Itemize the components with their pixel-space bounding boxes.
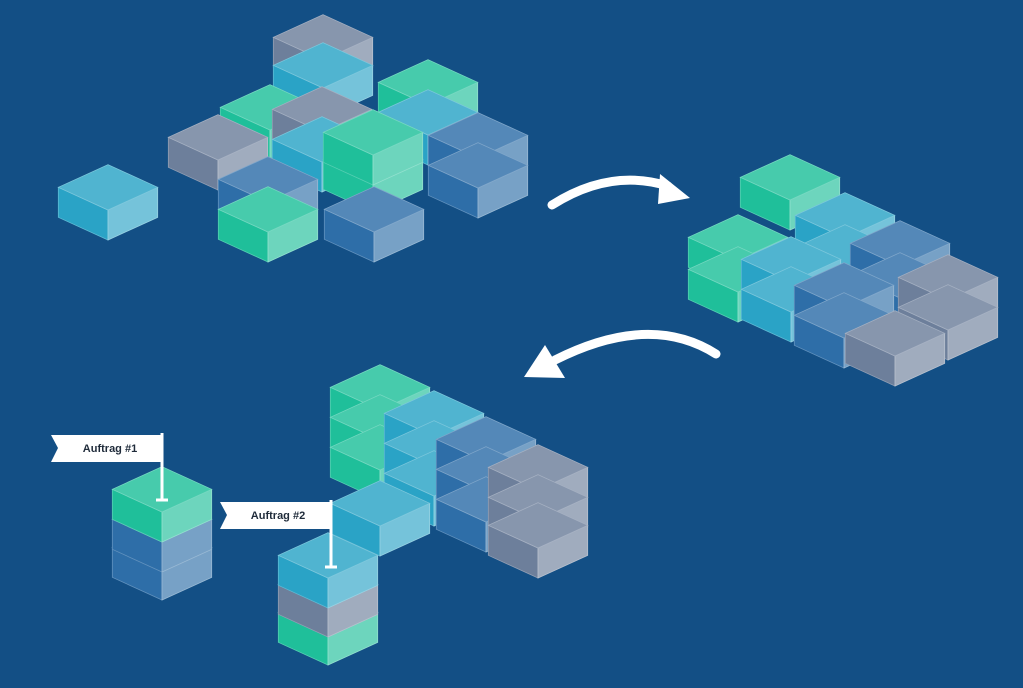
box-top-face — [487, 502, 589, 549]
box-top-face — [739, 154, 841, 201]
box-top-face — [322, 109, 424, 156]
sorted-boxes-wall — [687, 154, 999, 387]
box-blue — [323, 186, 425, 263]
box-top-face — [167, 114, 269, 161]
box-top-face — [897, 284, 999, 331]
box-top-face — [794, 192, 896, 239]
box-gray — [844, 310, 946, 387]
order-2-label: Auftrag #2 — [251, 510, 305, 522]
box-blue — [427, 142, 529, 219]
arrow-to-orders — [524, 330, 721, 378]
box-top-face — [687, 214, 789, 261]
box-top-face — [329, 480, 431, 527]
box-top-face — [57, 164, 159, 211]
box-gray — [487, 502, 589, 579]
box-top-face — [849, 220, 951, 267]
box-top-face — [272, 42, 374, 89]
box-top-face — [427, 142, 529, 189]
box-teal — [329, 480, 431, 557]
box-top-face — [277, 532, 379, 579]
box-green — [322, 109, 424, 186]
order-1-label: Auftrag #1 — [83, 443, 137, 455]
remaining-boxes-wall — [329, 364, 589, 579]
unsorted-boxes-cluster — [57, 14, 529, 263]
box-green — [217, 186, 319, 263]
order-2-flag: Auftrag #2 — [220, 500, 337, 569]
order-1-flag: Auftrag #1 — [51, 433, 168, 502]
order-2-stack — [277, 532, 379, 666]
box-top-face — [323, 186, 425, 233]
box-teal — [277, 532, 379, 609]
box-teal — [57, 164, 159, 241]
arrow-to-sorted — [547, 174, 690, 210]
box-top-face — [844, 310, 946, 357]
box-top-face — [217, 186, 319, 233]
